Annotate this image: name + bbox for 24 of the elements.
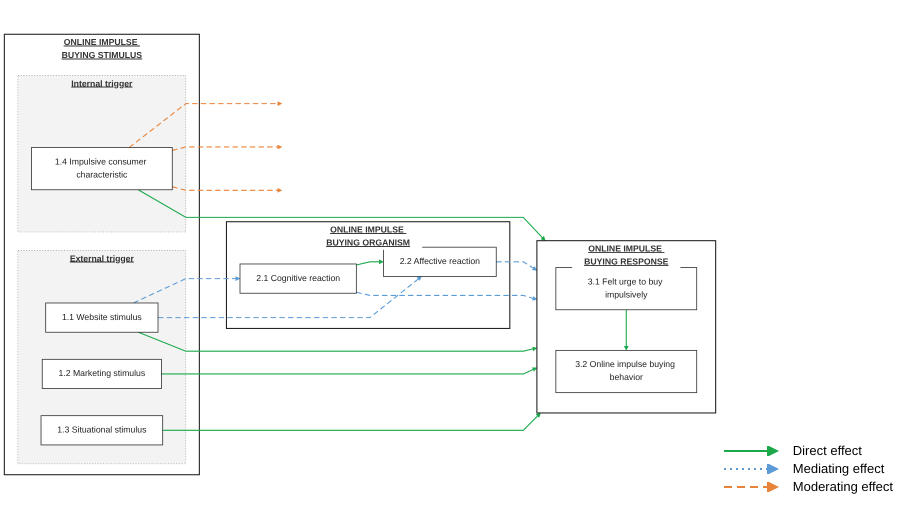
legend-text: Mediating effect: [792, 461, 884, 476]
node-box: 1.3 Situational stimulus: [40, 415, 164, 446]
arrow: [356, 292, 538, 301]
node-box: 1.1 Website stimulus: [45, 302, 158, 333]
arrow: [138, 189, 546, 241]
node-box: 2.1 Cognitive reaction: [240, 264, 357, 294]
arrow: [161, 367, 538, 374]
arrow: [158, 276, 422, 318]
arrow: [172, 186, 282, 193]
arrow: [172, 144, 282, 151]
legend-text: Moderating effect: [792, 479, 893, 494]
arrow: [138, 332, 538, 352]
arrow: [624, 310, 629, 351]
node-box: 3.2 Online impulse buying behavior: [555, 350, 698, 394]
arrow: [128, 101, 282, 148]
node-box: 3.1 Felt urge to buy impulsively: [555, 267, 698, 310]
node-box: 1.4 Impulsive consumer characteristic: [31, 147, 173, 190]
legend-text: Direct effect: [792, 443, 862, 458]
arrow: [162, 412, 541, 431]
node-box: 1.2 Marketing stimulus: [42, 358, 162, 389]
arrow: [496, 261, 538, 271]
arrow: [356, 259, 384, 266]
node-box: 2.2 Affective reaction: [383, 246, 497, 277]
arrow: [133, 276, 240, 304]
